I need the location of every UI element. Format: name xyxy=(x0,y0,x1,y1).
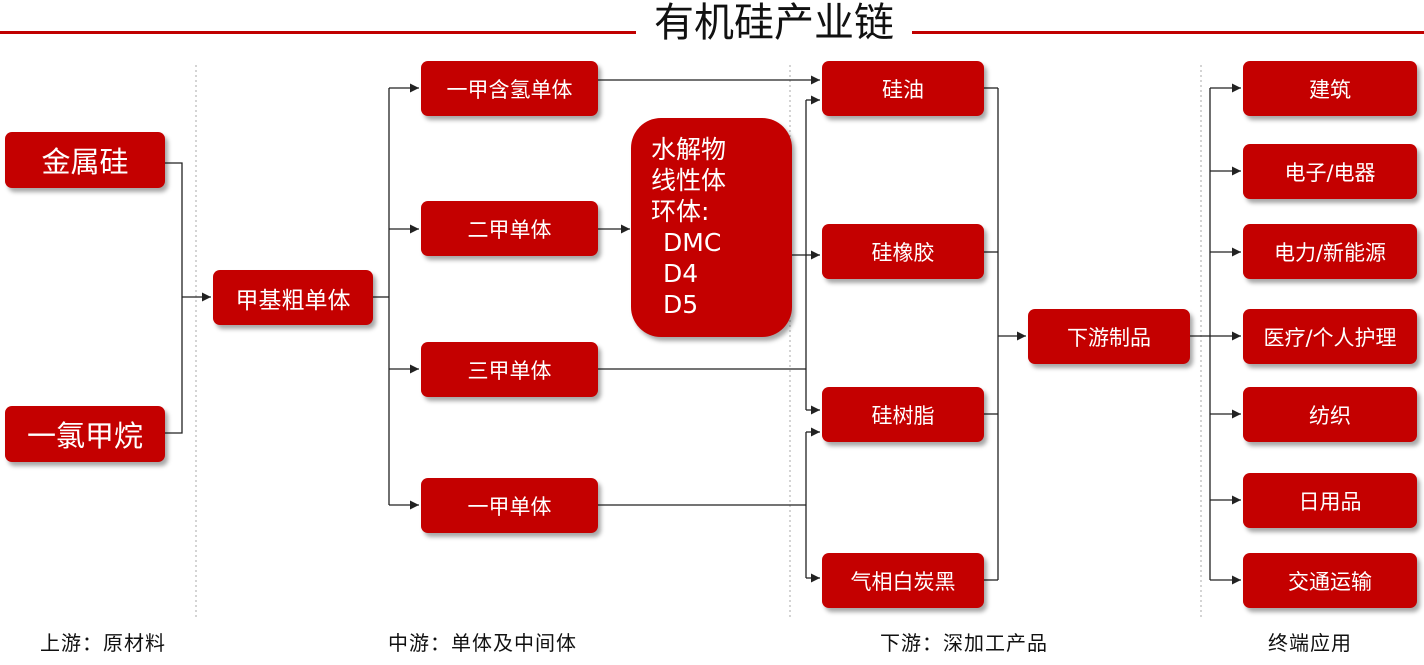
node-app-medical: 医疗/个人护理 xyxy=(1243,309,1417,364)
node-tri-monomer: 三甲单体 xyxy=(421,342,598,397)
node-mono-monomer: 一甲单体 xyxy=(421,478,598,533)
hydrolysate-line-6: D5 xyxy=(663,290,699,319)
node-app-electronics: 电子/电器 xyxy=(1243,144,1417,199)
node-metal-silicon: 金属硅 xyxy=(5,132,165,188)
node-app-construction: 建筑 xyxy=(1243,61,1417,116)
stage-label-downstream: 下游：深加工产品 xyxy=(880,631,1048,655)
hydrolysate-line-1: 水解物 xyxy=(651,135,727,164)
hydrolysate-line-5: D4 xyxy=(663,259,699,288)
node-fumed-silica: 气相白炭黑 xyxy=(822,553,984,608)
node-crude-monomer: 甲基粗单体 xyxy=(213,270,373,325)
link-raw-to-crude xyxy=(165,162,183,434)
stage-label-upstream: 上游：原材料 xyxy=(40,631,166,655)
node-hydrolysate: 水解物 线性体 环体: DMC D4 D5 xyxy=(631,118,792,337)
node-di-monomer: 二甲单体 xyxy=(421,201,598,256)
title-rule-left xyxy=(0,31,636,34)
stage-label-midstream: 中游：单体及中间体 xyxy=(388,631,577,655)
node-app-transport: 交通运输 xyxy=(1243,553,1417,608)
hydrolysate-line-4: DMC xyxy=(663,228,722,257)
node-app-textile: 纺织 xyxy=(1243,387,1417,442)
node-silicone-rubber: 硅橡胶 xyxy=(822,224,984,279)
diagram-title: 有机硅产业链 xyxy=(654,0,894,46)
node-app-power: 电力/新能源 xyxy=(1243,224,1417,279)
node-chloromethane: 一氯甲烷 xyxy=(5,406,165,462)
node-app-daily: 日用品 xyxy=(1243,473,1417,528)
title-rule-right xyxy=(912,31,1424,34)
stage-label-terminal: 终端应用 xyxy=(1268,631,1352,655)
hydrolysate-line-3: 环体: xyxy=(651,197,710,226)
node-hydrogen-monomer: 一甲含氢单体 xyxy=(421,61,598,116)
node-silicone-resin: 硅树脂 xyxy=(822,387,984,442)
node-downstream-products: 下游制品 xyxy=(1028,309,1190,364)
node-silicone-oil: 硅油 xyxy=(822,61,984,116)
hydrolysate-line-2: 线性体 xyxy=(651,166,727,195)
